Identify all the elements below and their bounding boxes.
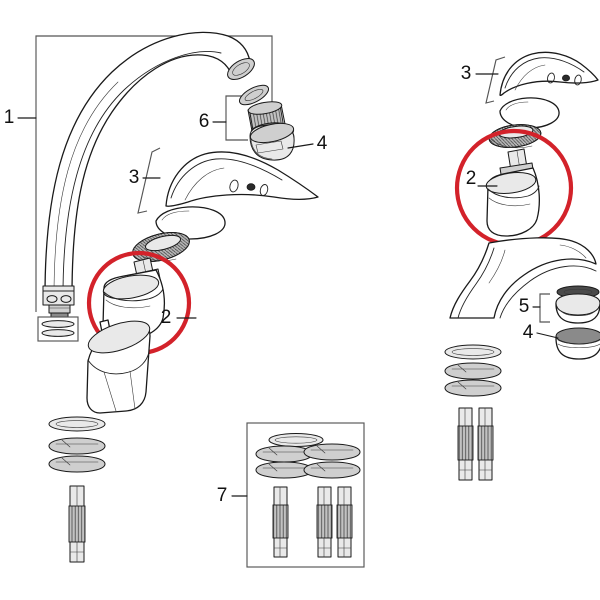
part-hardware-stud-pair-right (336, 486, 353, 558)
part-hardware-stud-single (272, 486, 289, 558)
part-washer-lower-left (48, 455, 106, 473)
leader-4-right (536, 332, 559, 339)
part-gasket-left (48, 416, 106, 432)
callout-label-4-right: 4 (523, 322, 534, 343)
part-aerator-housing-right (555, 293, 600, 324)
part-spout-outlet-ring (227, 58, 255, 80)
part-knurled-dome-nut-right (488, 124, 542, 149)
part-threaded-stud-left (68, 485, 86, 563)
part-cartridge-left (99, 257, 165, 342)
frame-bracket-3-left (137, 147, 161, 214)
part-cap-nut-left (249, 122, 295, 161)
callout-label-2-right: 2 (466, 168, 477, 189)
part-faucet-body-right (449, 237, 597, 319)
part-washer-upper-left (48, 437, 106, 455)
part-spout-base-shank (42, 285, 75, 318)
callout-label-1: 1 (4, 107, 15, 128)
part-valve-body-cone-left (86, 320, 151, 414)
part-lever-handle-left (165, 151, 319, 207)
frame-bracket-5 (539, 293, 550, 323)
frame-box-7 (246, 422, 365, 568)
part-washer-lower-right (444, 379, 502, 397)
part-hardware-washer-b (303, 443, 361, 461)
leader-lines (17, 73, 559, 497)
part-washer-upper-right (444, 362, 502, 380)
callout-label-2-left: 2 (161, 307, 172, 328)
frame-bracket-1 (35, 35, 273, 312)
callout-label-3-right: 3 (461, 63, 472, 84)
part-threaded-stud-right-b (477, 407, 494, 481)
part-aerator-gasket-left (238, 84, 270, 106)
callout-label-4-left: 4 (317, 133, 328, 154)
callout-label-5: 5 (519, 296, 530, 317)
frame-bracket-3-right (485, 56, 506, 104)
part-threaded-stud-right-a (457, 407, 474, 481)
part-hardware-washer-a (255, 445, 313, 463)
leader-4-left (287, 143, 314, 149)
part-lever-handle-right (499, 51, 599, 97)
callout-label-7: 7 (217, 485, 228, 506)
frame-box-washers-left (37, 316, 79, 342)
callout-label-3-left: 3 (129, 167, 140, 188)
part-handle-cap-right (499, 97, 560, 129)
part-hardware-washer-d (303, 461, 361, 479)
callout-label-6: 6 (199, 111, 210, 132)
frame-bracket-6 (225, 95, 248, 141)
part-gasket-right (444, 344, 502, 360)
part-cartridge-right (485, 148, 540, 237)
part-aerator-ring-right (555, 327, 600, 360)
part-hardware-stud-pair-left (316, 486, 333, 558)
part-hardware-washer-c (255, 461, 313, 479)
callout-labels: 1 2 3 4 6 7 3 2 5 4 (4, 63, 534, 506)
part-hardware-oring (268, 433, 324, 447)
